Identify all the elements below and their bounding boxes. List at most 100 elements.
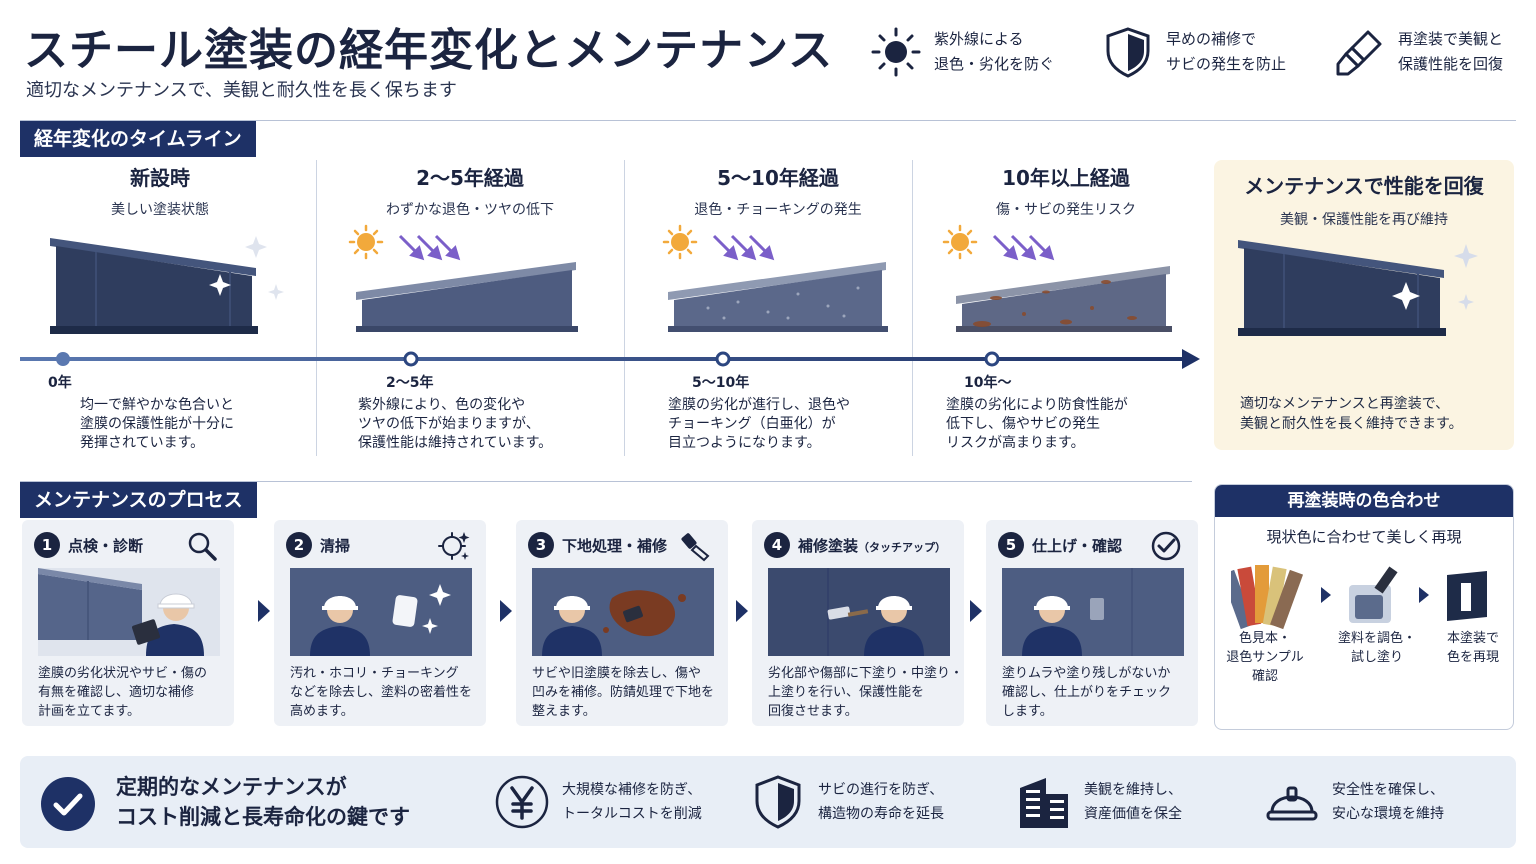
desc-line: 塗膜の保護性能が十分に	[80, 416, 234, 432]
desc-line: 高めます。	[290, 704, 354, 719]
stage-title: 新設時	[130, 166, 190, 190]
stage-title: 5〜10年経過	[717, 166, 839, 190]
summary-feature-asset: 美観を維持し、資産価値を保全	[1016, 770, 1182, 834]
desc-line: 塗膜の劣化により防食性能が	[946, 397, 1128, 413]
timeline-axis	[20, 349, 1200, 369]
summary-feature-line: サビの進行を防ぎ、	[818, 782, 944, 798]
color-step-caption: 本塗装で 色を再現	[1425, 629, 1513, 667]
color-matching-title: 再塗装時の色合わせ	[1215, 485, 1513, 517]
desc-line: などを除去し、塗料の密着性を	[290, 685, 473, 700]
step-description: 塗りムラや塗り残しがないか 確認し、仕上がりをチェック します。	[1002, 664, 1171, 721]
timeline-stage-10-plus: 10年以上経過 傷・サビの発生リスク	[926, 160, 1206, 456]
page-title: スチール塗装の経年変化とメンテナンス	[24, 25, 834, 76]
color-sample-fan-icon	[1231, 565, 1304, 630]
recovery-panel: メンテナンスで性能を回復 美観・保護性能を再び維持 適切なメンテナンスと再塗装で…	[1214, 160, 1514, 450]
stage-subtitle: 傷・サビの発生リスク	[996, 202, 1136, 218]
recovery-title: メンテナンスで性能を回復	[1244, 174, 1484, 198]
caption-line: 塗料を調色・	[1337, 631, 1416, 646]
header-feature-line: 紫外線による	[934, 30, 1024, 48]
timeline-marker-label: 0年	[48, 375, 72, 391]
summary-feature-line: 美観を維持し、	[1084, 782, 1182, 798]
paint-mixing-icon	[1349, 566, 1398, 623]
step-description: 汚れ・ホコリ・チョーキング などを除去し、塗料の密着性を 高めます。	[290, 664, 472, 721]
stage-subtitle: 退色・チョーキングの発生	[694, 202, 862, 218]
timeline-stage-2-5: 2〜5年経過 わずかな退色・ツヤの低下	[330, 160, 610, 456]
timeline-marker-label: 5〜10年	[692, 375, 750, 391]
stage-divider	[316, 160, 317, 456]
stage-description: 塗膜の劣化が進行し、退色や チョーキング（白亜化）が 目立つようになります。	[668, 396, 850, 453]
summary-feature-line: 安全性を確保し、	[1332, 782, 1444, 798]
step-number: 5	[998, 532, 1024, 558]
timeline-marker-label: 10年〜	[964, 375, 1012, 391]
timeline-section-label: 経年変化のタイムライン	[20, 121, 256, 157]
desc-line: チョーキング（白亜化）が	[668, 416, 836, 432]
desc-line: 計画を立てます。	[38, 704, 141, 719]
building-icon	[1020, 778, 1068, 828]
desc-line: 塗膜の劣化状況やサビ・傷の	[38, 666, 208, 681]
step-number: 2	[286, 532, 312, 558]
caption-line: 確認	[1251, 669, 1278, 684]
step-label: 補修塗装（タッチアップ）	[798, 535, 946, 556]
desc-line: 目立つようになります。	[668, 435, 821, 451]
desc-line: 上塗りを行い、保護性能を	[768, 685, 925, 700]
desc-line: 確認し、仕上がりをチェック	[1002, 685, 1172, 700]
stage-divider	[912, 160, 913, 456]
stage-subtitle: 美しい塗装状態	[111, 202, 209, 218]
desc-line: 回復させます。	[768, 704, 858, 719]
step-description: サビや旧塗膜を除去し、傷や 凹みを補修。防錆処理で下地を 整えます。	[532, 664, 714, 721]
desc-line: 紫外線により、色の変化や	[358, 397, 526, 413]
caption-line: 試し塗り	[1350, 650, 1403, 665]
restored-steel-beam-illustration	[1238, 240, 1478, 336]
uv-arrows-icon	[712, 234, 775, 261]
inspection-illustration	[38, 568, 220, 656]
color-step-caption: 色見本・ 退色サンプル 確認	[1217, 629, 1313, 686]
desc-line: リスクが高まります。	[946, 435, 1085, 451]
caption-line: 退色サンプル	[1226, 650, 1304, 665]
uv-arrows-icon	[992, 234, 1055, 261]
summary-feature-line: 構造物の寿命を延長	[818, 806, 944, 822]
cleaning-illustration	[290, 568, 472, 656]
timeline-stage-new: 新設時 美しい塗装状態	[20, 160, 300, 456]
stage-description: 均一で鮮やかな色合いと 塗膜の保護性能が十分に 発揮されています。	[80, 396, 234, 453]
desc-line: 発揮されています。	[80, 435, 205, 451]
header-feature-rust: 早めの補修でサビの発生を防止	[1102, 22, 1286, 82]
stage-description: 塗膜の劣化により防食性能が 低下し、傷やサビの発生 リスクが高まります。	[946, 396, 1128, 453]
final-check-illustration	[1002, 568, 1184, 656]
color-matching-steps-illustration	[1231, 565, 1487, 630]
desc-line: ツヤの低下が始まりますが、	[358, 416, 540, 432]
new-steel-beam-illustration	[50, 236, 284, 334]
summary-band	[20, 756, 1516, 848]
rusted-steel-beam-illustration	[942, 224, 1172, 332]
desc-line: 塗膜の劣化が進行し、退色や	[668, 397, 850, 413]
process-arrow	[500, 600, 512, 622]
step-label-note: （タッチアップ）	[858, 540, 947, 554]
sun-icon	[871, 27, 921, 77]
summary-feature-line: トータルコストを削減	[562, 806, 702, 822]
header-feature-uv: 紫外線による退色・劣化を防ぐ	[870, 22, 1054, 82]
magnifier-icon	[188, 532, 217, 561]
step-number: 4	[764, 532, 790, 558]
stage-divider	[624, 160, 625, 456]
header-divider	[20, 120, 1516, 121]
timeline-marker-label: 2〜5年	[386, 375, 434, 391]
caption-line: 色見本・	[1238, 631, 1291, 646]
yen-icon	[495, 775, 549, 829]
shield-icon	[1106, 27, 1150, 78]
painted-panel-icon	[1447, 571, 1487, 621]
chalking-steel-beam-illustration	[662, 224, 888, 332]
sun-icon	[348, 224, 384, 260]
step-description: 塗膜の劣化状況やサビ・傷の 有無を確認し、適切な補修 計画を立てます。	[38, 664, 207, 721]
paint-brush-icon	[1336, 30, 1382, 76]
stage-description: 紫外線により、色の変化や ツヤの低下が始まりますが、 保護性能は維持されています…	[358, 396, 552, 453]
header-feature-line: 退色・劣化を防ぐ	[934, 55, 1055, 73]
color-step-caption: 塗料を調色・ 試し塗り	[1329, 629, 1425, 667]
uv-arrows-icon	[398, 234, 461, 261]
step-number: 1	[34, 532, 60, 558]
sun-icon	[942, 224, 978, 260]
process-section-label: メンテナンスのプロセス	[20, 482, 257, 518]
desc-line: 有無を確認し、適切な補修	[38, 685, 195, 700]
step-label: 清掃	[320, 536, 351, 555]
